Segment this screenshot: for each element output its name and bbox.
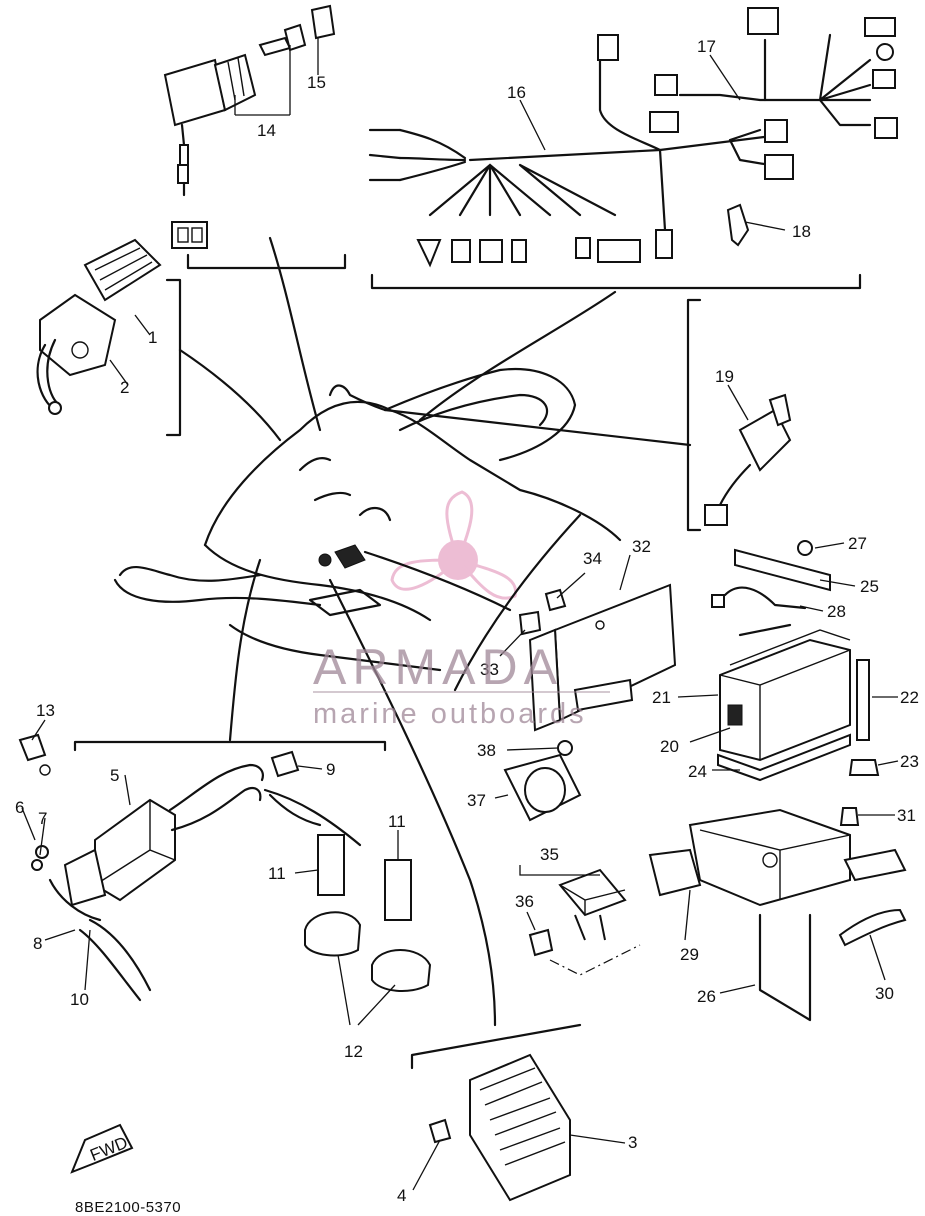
group-brackets [73,253,862,1070]
callout-6: 6 [15,798,24,817]
callout-26: 26 [697,987,716,1006]
ignition-switch [163,53,257,249]
callout-31: 31 [897,806,916,825]
callout-14: 14 [257,121,276,140]
callout-numbers: 1 2 3 4 5 6 7 8 9 10 11 11 12 13 14 15 1… [15,37,919,1205]
callout-leaders [21,38,899,1191]
wire-harness-sub [649,7,898,180]
watermark-propeller-logo [390,490,517,600]
callout-38: 38 [477,741,496,760]
snowmobile-body [113,367,622,672]
callout-34: 34 [583,549,602,568]
callout-36: 36 [515,892,534,911]
ignition-coil [18,733,264,1002]
callout-12: 12 [344,1042,363,1061]
callout-3: 3 [628,1133,637,1152]
battery-tray [648,807,907,1022]
callout-28: 28 [827,602,846,621]
callout-9: 9 [326,760,335,779]
mounting-bracket [518,583,677,732]
toggle-switch [704,393,792,526]
spark-plug-caps [263,750,432,992]
callout-15: 15 [307,73,326,92]
callout-11-left: 11 [268,864,286,883]
callout-21: 21 [652,688,671,707]
callout-30: 30 [875,984,894,1003]
callout-17: 17 [697,37,716,56]
callout-24: 24 [688,762,707,781]
callout-35: 35 [540,845,559,864]
callout-32: 32 [632,537,651,556]
diagram-code: 8BE2100-5370 [75,1199,181,1216]
relay-and-fuse [528,868,641,976]
wire-harness-main [368,34,782,268]
callout-33: 33 [480,660,499,679]
callout-1: 1 [148,328,157,347]
key-tag [310,4,336,40]
callout-8: 8 [33,934,42,953]
callout-5: 5 [110,766,119,785]
callout-25: 25 [860,577,879,596]
assembly-leader-lines [178,236,692,1027]
callout-22: 22 [900,688,919,707]
callout-16: 16 [507,83,526,102]
callout-27: 27 [848,534,867,553]
callout-20: 20 [660,737,679,756]
rectifier-regulator [428,1053,571,1202]
watermark-tagline: marine outboards [313,698,587,730]
battery-box [711,540,880,782]
key [258,23,307,57]
watermark-text: ARMADA marine outboards [313,639,610,730]
callout-13: 13 [36,701,55,720]
callout-19: 19 [715,367,734,386]
callout-18: 18 [792,222,811,241]
callout-23: 23 [900,752,919,771]
callout-37: 37 [467,791,486,810]
callout-2: 2 [120,378,129,397]
forward-direction-arrow: FWD [70,1123,134,1174]
spare-key [726,203,750,247]
callout-29: 29 [680,945,699,964]
callout-10: 10 [70,990,89,1009]
callout-4: 4 [397,1186,406,1205]
watermark-brand: ARMADA [313,639,563,695]
callout-7: 7 [38,809,47,828]
starter-relay [503,740,582,822]
handlebar-switch [36,238,162,415]
callout-11-right: 11 [388,812,406,831]
